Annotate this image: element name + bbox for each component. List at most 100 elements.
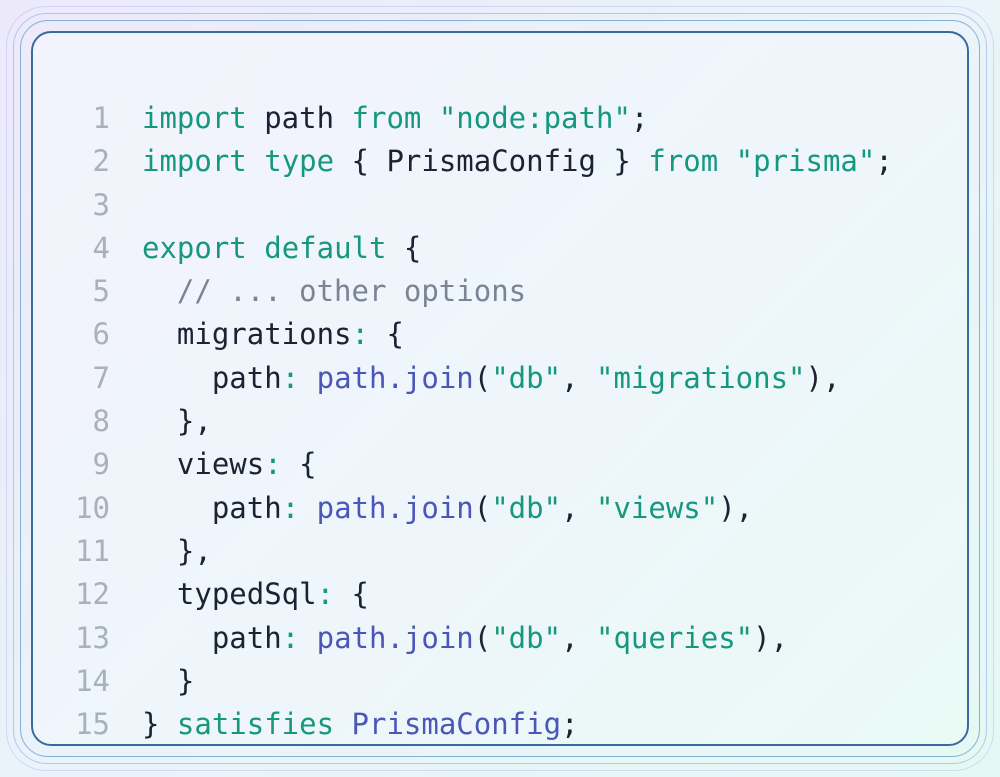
code-token: ; xyxy=(875,144,893,179)
code-token: ; xyxy=(630,101,649,135)
code-token: path.join xyxy=(316,490,474,525)
line-number: 1 xyxy=(92,101,110,135)
code-token: PrismaConfig xyxy=(351,707,562,742)
code-line: 4 export default { xyxy=(33,227,967,270)
code-line: 9 views: { xyxy=(33,443,967,486)
code-token: : xyxy=(264,447,282,482)
code-line: 12 typedSql: { xyxy=(33,573,967,616)
code-line: 8 }, xyxy=(33,400,967,443)
line-text: } xyxy=(142,660,194,703)
code-token: "db" xyxy=(491,620,562,655)
code-token: , xyxy=(561,360,596,395)
code-token xyxy=(247,231,264,265)
code-token: path xyxy=(142,490,282,525)
code-line: 2 import type { PrismaConfig } from "pris… xyxy=(33,140,967,183)
code-token: ; xyxy=(561,707,579,742)
code-block: 1 import path from "node:path"; 2 import ty… xyxy=(33,97,967,746)
code-token xyxy=(421,101,438,135)
line-number: 10 xyxy=(75,490,110,525)
line-number: 4 xyxy=(92,230,110,265)
code-token: "node:path" xyxy=(438,101,631,135)
code-token: : xyxy=(281,620,317,655)
code-line: 14 } xyxy=(33,660,967,703)
code-token xyxy=(247,144,264,178)
middle-glow-ring xyxy=(13,13,987,764)
code-token: export xyxy=(142,230,247,265)
code-token: : xyxy=(316,577,335,612)
line-number: 8 xyxy=(92,404,110,439)
code-token: : xyxy=(351,317,369,352)
line-text: import path from "node:path"; xyxy=(142,97,648,140)
code-token: migrations xyxy=(142,317,352,352)
code-token: path.join xyxy=(316,620,474,655)
code-token: import xyxy=(142,144,247,179)
code-token: }, xyxy=(142,404,212,439)
code-token xyxy=(334,707,351,741)
code-line: 11 }, xyxy=(33,530,967,573)
code-token: satisfies xyxy=(176,707,335,742)
code-line: 15} satisfies PrismaConfig; xyxy=(33,703,967,746)
line-number: 9 xyxy=(92,447,110,482)
code-token: : xyxy=(281,490,317,525)
code-token: views xyxy=(142,447,265,482)
code-token: { xyxy=(386,230,422,265)
code-token: { xyxy=(281,447,317,482)
line-text: path: path.join("db", "views"), xyxy=(142,487,753,530)
code-token: , xyxy=(561,620,596,655)
code-token: default xyxy=(264,230,387,265)
line-number: 15 xyxy=(75,707,110,742)
code-token: , xyxy=(561,490,596,525)
code-token: ), xyxy=(718,490,754,525)
line-text: }, xyxy=(142,400,212,443)
code-token: "prisma" xyxy=(735,144,876,179)
code-token: import xyxy=(142,101,247,135)
code-token: "db" xyxy=(491,490,562,525)
code-token: ), xyxy=(753,620,789,655)
line-number: 11 xyxy=(75,533,110,568)
code-token: ( xyxy=(473,360,492,395)
line-number: 3 xyxy=(92,187,110,222)
code-token: from xyxy=(351,101,422,135)
code-token: } xyxy=(142,707,177,742)
code-token: path xyxy=(142,360,282,395)
code-token: } xyxy=(142,663,195,698)
code-line: 1 import path from "node:path"; xyxy=(33,97,967,140)
code-token: typedSql xyxy=(142,577,317,612)
line-number: 13 xyxy=(75,620,110,655)
line-number: 6 xyxy=(92,317,110,352)
line-number: 7 xyxy=(92,360,110,395)
code-line: 13 path: path.join("db", "queries"), xyxy=(33,617,967,660)
code-token: { xyxy=(334,577,369,612)
code-token: path xyxy=(246,101,352,135)
code-line: 10 path: path.join("db", "views"), xyxy=(33,487,967,530)
code-token: { xyxy=(368,317,404,352)
code-token: ( xyxy=(473,620,492,655)
code-token: "views" xyxy=(595,490,719,525)
code-line: 7 path: path.join("db", "migrations"), xyxy=(33,357,967,400)
code-token: "migrations" xyxy=(595,360,806,395)
line-text: } satisfies PrismaConfig; xyxy=(142,703,579,746)
line-number: 5 xyxy=(92,274,110,309)
code-token: { PrismaConfig } xyxy=(334,144,649,179)
code-token: ), xyxy=(805,360,841,395)
code-token: path xyxy=(142,620,282,655)
line-number: 12 xyxy=(75,577,110,612)
code-token: path.join xyxy=(316,360,474,395)
code-card: 1 import path from "node:path"; 2 import ty… xyxy=(31,31,969,746)
line-text: typedSql: { xyxy=(142,573,369,616)
code-token: // ... other options xyxy=(142,274,527,309)
code-token: : xyxy=(281,360,317,395)
code-token: type xyxy=(264,144,335,179)
code-line: 6 migrations: { xyxy=(33,313,967,356)
line-text: }, xyxy=(142,530,212,573)
inner-glow-ring xyxy=(20,20,980,757)
code-line: 5 // ... other options xyxy=(33,270,967,313)
line-text: migrations: { xyxy=(142,313,404,356)
outer-glow-ring xyxy=(6,6,994,771)
code-token: "db" xyxy=(491,360,562,395)
line-text: path: path.join("db", "queries"), xyxy=(142,617,788,660)
line-text: views: { xyxy=(142,443,317,486)
line-number: 2 xyxy=(92,144,110,179)
line-number: 14 xyxy=(75,663,110,698)
code-token: from xyxy=(648,144,719,179)
